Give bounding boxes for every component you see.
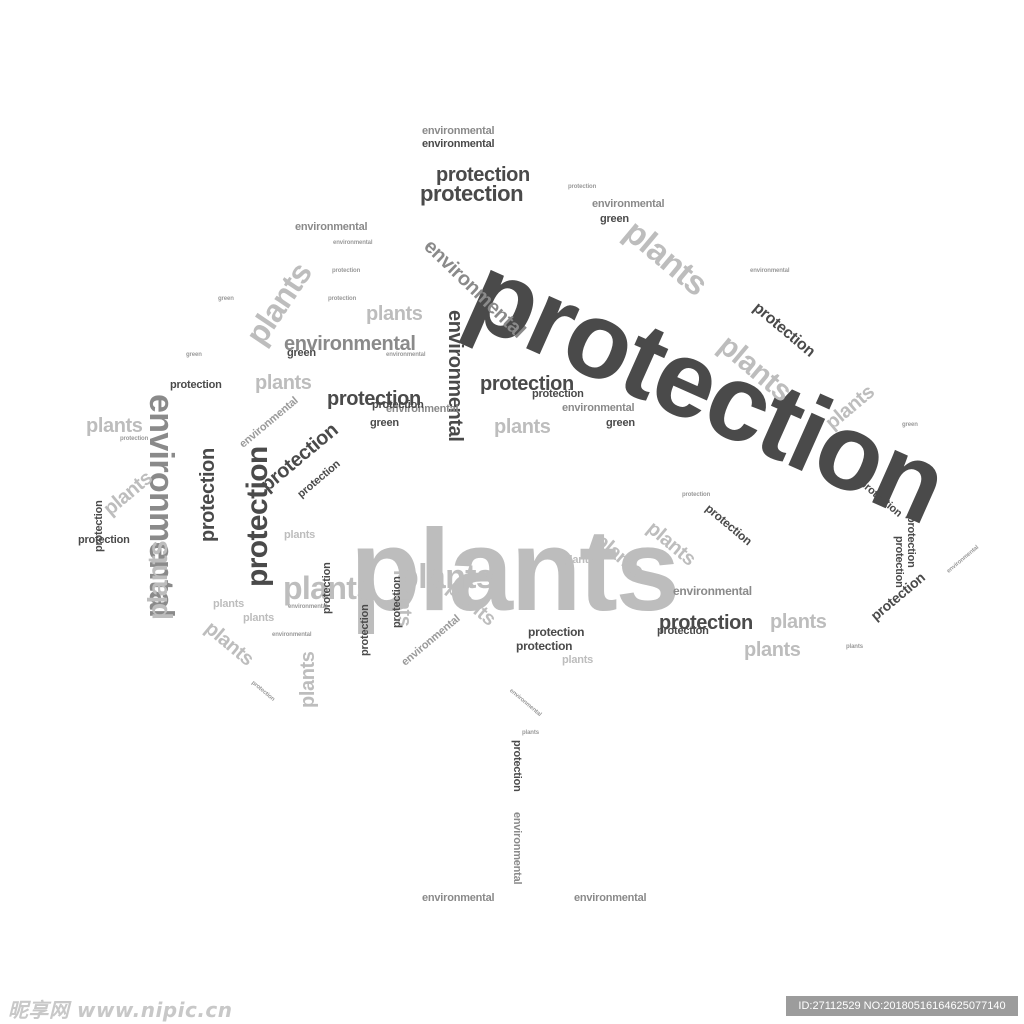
cloud-word: protection xyxy=(682,492,711,498)
cloud-word: plants xyxy=(563,554,595,566)
cloud-word: green xyxy=(606,417,635,429)
cloud-word: plants xyxy=(494,416,551,438)
cloud-word: environmental xyxy=(444,310,466,442)
cloud-word: environmental xyxy=(574,892,647,904)
cloud-word: green xyxy=(186,352,202,358)
cloud-word: plants xyxy=(297,651,319,709)
cloud-word: environmental xyxy=(673,584,752,598)
watermark-site: 昵享网 www.nipic.cn xyxy=(8,998,233,1022)
cloud-word: environmental xyxy=(284,333,416,355)
footer-bar: 昵享网 www.nipic.cn ID:27112529 NO:20180516… xyxy=(0,990,1024,1024)
cloud-word: protection xyxy=(568,184,597,190)
cloud-word: plants xyxy=(562,654,594,666)
cloud-word: environmental xyxy=(288,604,328,610)
cloud-word: plants xyxy=(846,644,863,650)
cloud-word: protection xyxy=(372,399,424,411)
cloud-word: plants xyxy=(522,730,539,736)
cloud-word: plants xyxy=(255,372,312,394)
cloud-word: protection xyxy=(197,448,219,542)
cloud-word: environmental xyxy=(511,812,523,885)
cloud-word: protection xyxy=(659,612,753,634)
cloud-word: protection xyxy=(511,740,523,792)
cloud-word: plants xyxy=(366,303,423,325)
cloud-word: plants xyxy=(142,540,173,620)
cloud-word: protection xyxy=(332,268,361,274)
cloud-word: protection xyxy=(420,181,524,206)
cloud-word: plants xyxy=(770,611,827,633)
cloud-word: plants xyxy=(200,617,258,671)
cloud-word: environmental xyxy=(508,688,543,718)
cloud-word: protection xyxy=(528,625,585,639)
cloud-word: environmental xyxy=(237,394,301,451)
cloud-word: environmental xyxy=(386,352,426,358)
cloud-word: protection xyxy=(170,379,222,391)
cloud-word: plants xyxy=(86,415,143,437)
cloud-word: protection xyxy=(657,625,709,637)
cloud-word: green xyxy=(902,422,918,428)
cloud-word: protection xyxy=(905,516,917,568)
cloud-word: environmental xyxy=(422,892,495,904)
cloud-word: protection xyxy=(359,604,371,656)
cloud-word: green xyxy=(218,296,234,302)
cloud-word: protection xyxy=(391,576,403,628)
cloud-word: green xyxy=(287,347,316,359)
cloud-word: environmental xyxy=(295,221,368,233)
cloud-word: environmental xyxy=(422,125,495,137)
cloud-word: protection xyxy=(250,680,276,703)
cloud-word: protection xyxy=(436,164,530,186)
cloud-word: green xyxy=(370,417,399,429)
cloud-word: environmental xyxy=(750,268,790,274)
cloud-word: protection xyxy=(78,534,130,546)
watermark-id: ID:27112529 NO:20180516164625077140 xyxy=(786,996,1018,1016)
cloud-word: environmental xyxy=(333,240,373,246)
cloud-word: protection xyxy=(480,373,574,395)
cloud-word: green xyxy=(600,213,629,225)
cloud-word: protection xyxy=(702,501,755,549)
cloud-word: environmental xyxy=(562,402,635,414)
cloud-word: protection xyxy=(328,296,357,302)
cloud-word: protection xyxy=(893,536,905,588)
cloud-word: plants xyxy=(213,598,245,610)
cloud-word: environmental xyxy=(422,138,495,150)
cloud-word: plants xyxy=(243,612,275,624)
cloud-word: environmental xyxy=(592,198,665,210)
cloud-word: protection xyxy=(516,639,573,653)
cloud-word: protection xyxy=(327,388,421,410)
cloud-word: plants xyxy=(744,639,801,661)
cloud-word: plants xyxy=(350,505,680,635)
cloud-word: plants xyxy=(398,558,495,596)
cloud-word: plants xyxy=(284,529,316,541)
cloud-word: protection xyxy=(120,436,149,442)
cloud-word: protection xyxy=(532,388,584,400)
cloud-word: environmental xyxy=(386,403,459,415)
cloud-word: plants xyxy=(283,570,374,606)
cloud-word: environmental xyxy=(946,544,981,575)
cloud-word: environmental xyxy=(272,632,312,638)
